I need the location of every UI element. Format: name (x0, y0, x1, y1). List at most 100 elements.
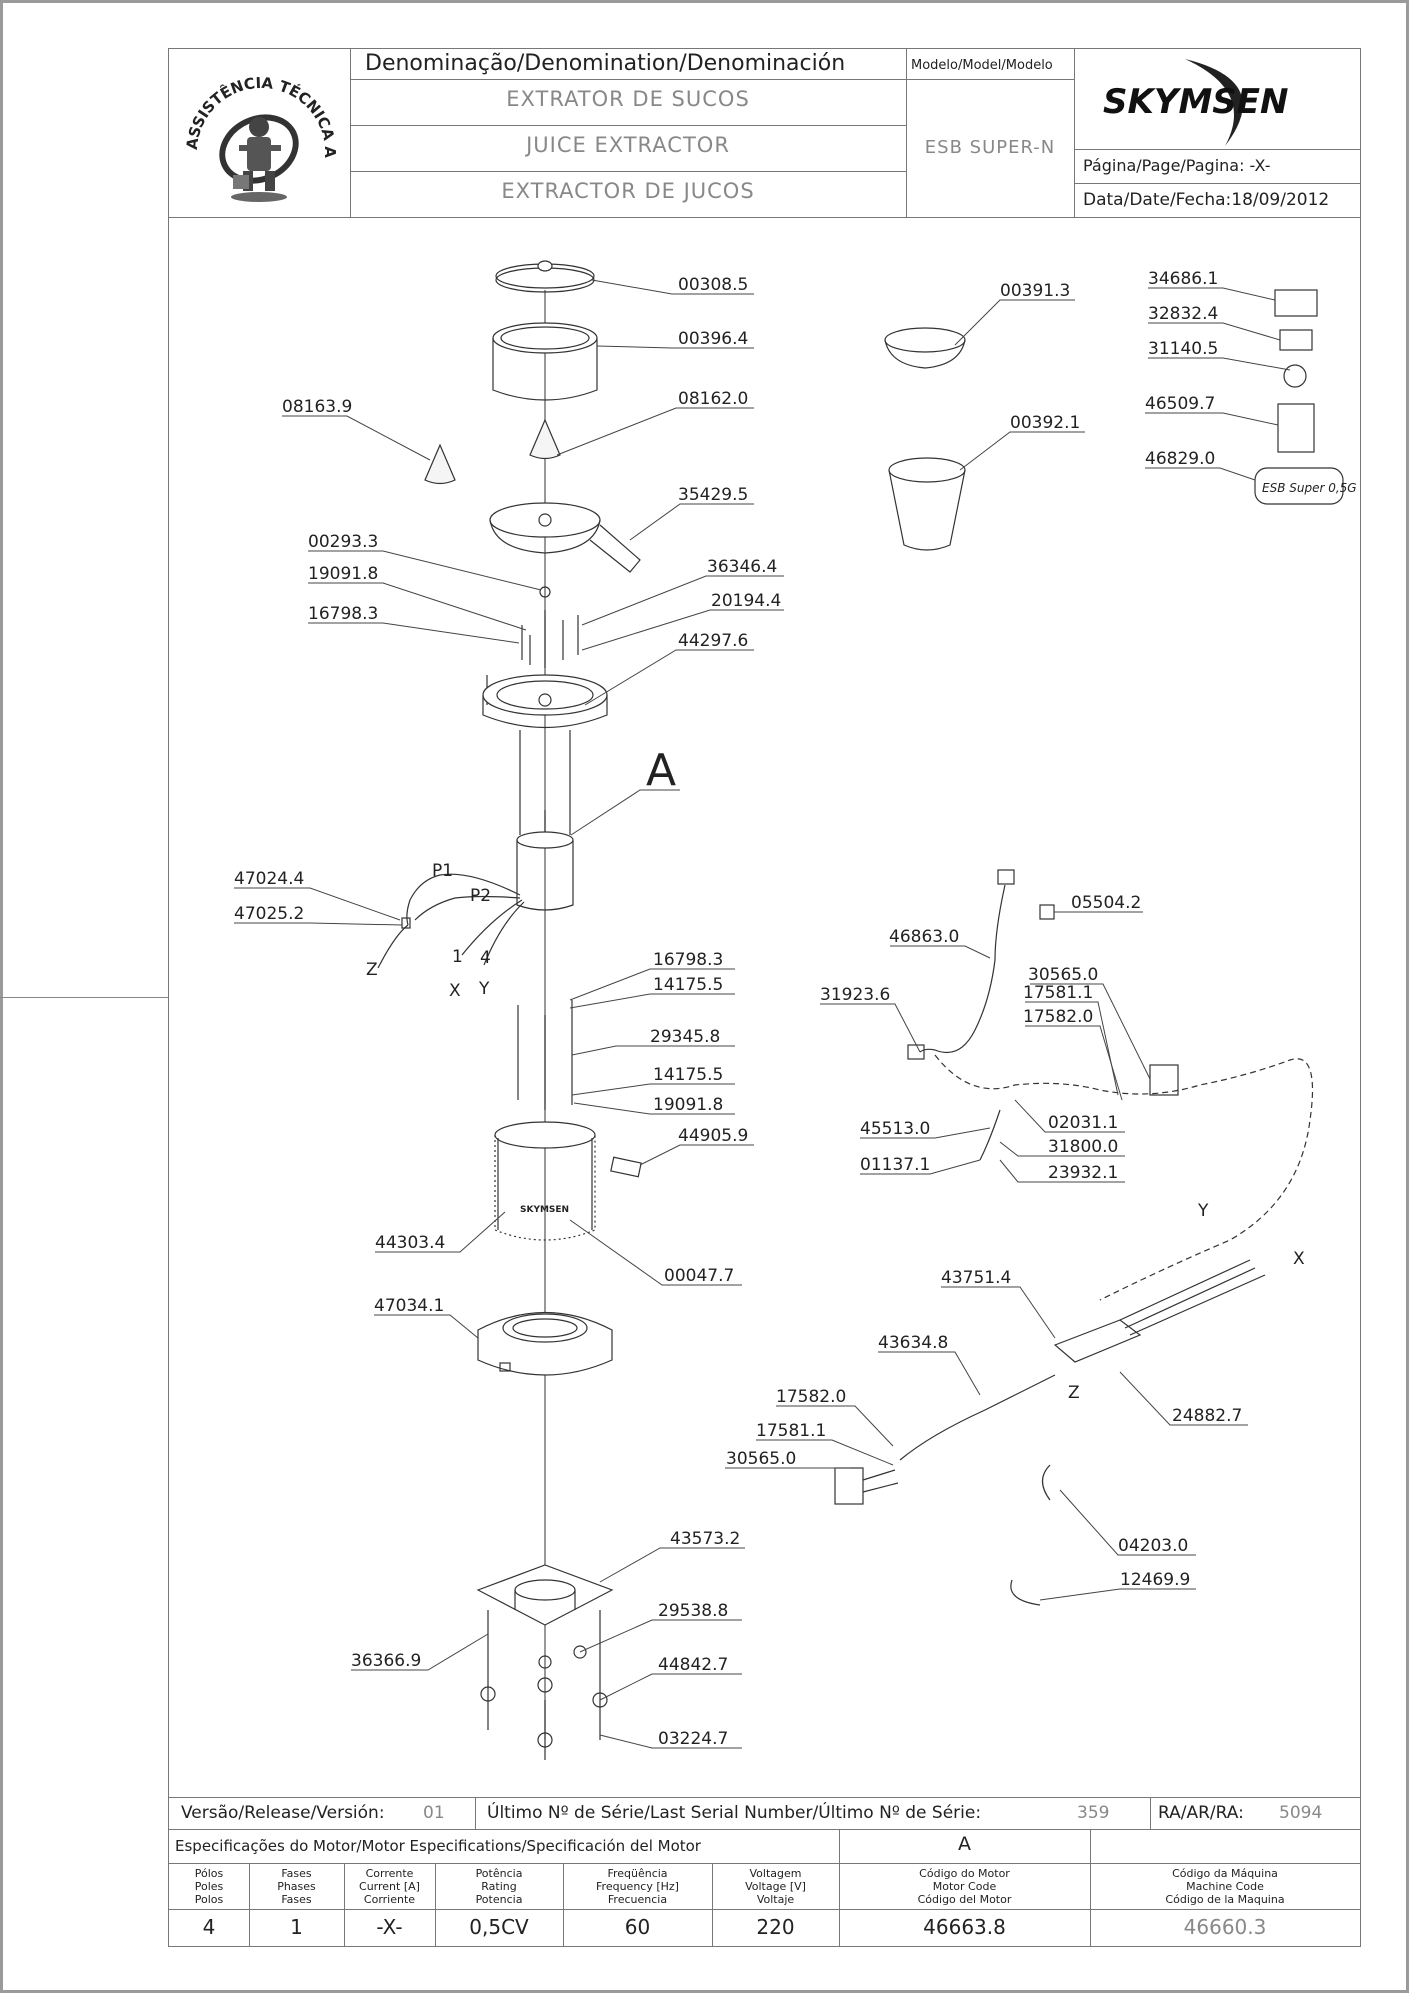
spec-value-motor-code: 46663.8 (923, 1915, 1006, 1939)
part-label-46509-7: 46509.7 (1145, 394, 1215, 414)
part-label-46829-0: 46829.0 (1145, 449, 1215, 469)
switch-part (1149, 1064, 1179, 1096)
wire-label-x: X (449, 981, 461, 1001)
bowl-base-part (482, 674, 608, 729)
part-label-00396-4: 00396.4 (678, 329, 748, 349)
motor-cable (899, 1374, 1056, 1461)
denomination-label: Denominação/Denomination/Denominación (365, 51, 846, 76)
part-label-02031-1: 02031.1 (1048, 1113, 1118, 1133)
wire-4 (483, 901, 525, 966)
wire-p2 (414, 895, 521, 921)
title-block-rule (350, 79, 1074, 80)
part-label-16798-3-upper: 16798.3 (308, 604, 378, 624)
spec-value-rating: 0,5CV (469, 1915, 529, 1939)
part-label-12469-9: 12469.9 (1120, 1570, 1190, 1590)
wire-label-p2: P2 (470, 886, 491, 906)
wire-z (377, 924, 409, 969)
part-label-30565-0-lower: 30565.0 (726, 1449, 796, 1469)
part-label-47034-1: 47034.1 (374, 1296, 444, 1316)
part-label-03224-7: 03224.7 (658, 1729, 728, 1749)
product-name-en: JUICE EXTRACTOR (526, 133, 730, 157)
title-block-divider (906, 49, 907, 217)
part-label-17581-1-lower: 17581.1 (756, 1421, 826, 1441)
part-label-47025-2: 47025.2 (234, 904, 304, 924)
harness-label-x: X (1293, 1249, 1305, 1269)
super-badge-part (1254, 467, 1344, 505)
release-value: 01 (423, 1803, 445, 1823)
spec-value-phases: 1 (290, 1915, 303, 1939)
part-label-36346-4: 36346.4 (707, 557, 777, 577)
part-label-29345-8: 29345.8 (650, 1027, 720, 1047)
feet-and-screws (480, 1610, 608, 1760)
title-block-bottom-rule (169, 217, 1360, 218)
wire-label-4: 4 (480, 948, 491, 968)
connector-part (401, 917, 411, 929)
bottom-plate-part (476, 1564, 614, 1626)
part-label-34686-1: 34686.1 (1148, 269, 1218, 289)
warning-label-part (1274, 289, 1318, 317)
part-label-19091-8-upper: 19091.8 (308, 564, 378, 584)
part-label-35429-5: 35429.5 (678, 485, 748, 505)
footer-rule (169, 1909, 1360, 1910)
spec-value-current: -X- (376, 1915, 403, 1939)
drawing-sheet: ASSISTÊNCIA TÉCNICA AUTORIZADA Denominaç… (168, 48, 1361, 1947)
harness-branch (979, 1109, 1001, 1161)
model-label: Modelo/Model/Modelo (911, 58, 1053, 73)
motor-part (516, 810, 574, 911)
title-block-divider (350, 49, 351, 217)
switch-lower-part (834, 1467, 899, 1505)
footer-divider (839, 1829, 840, 1946)
part-label-14175-5-upper: 14175.5 (653, 975, 723, 995)
footer-divider (712, 1863, 713, 1946)
part-label-00308-5: 00308.5 (678, 275, 748, 295)
motor-spec-label: Especificações do Motor/Motor Especifica… (175, 1837, 701, 1855)
title-block-rule (350, 125, 906, 126)
washer-part (539, 586, 551, 598)
title-block-rule (1074, 149, 1360, 150)
control-board-part (1053, 1259, 1266, 1363)
product-name-pt: EXTRATOR DE SUCOS (506, 87, 750, 111)
footer-divider (344, 1863, 345, 1946)
date-label: Data/Date/Fecha:18/09/2012 (1083, 190, 1330, 210)
callout-a: A (646, 745, 676, 796)
part-label-47024-4: 47024.4 (234, 869, 304, 889)
footer-divider (1150, 1797, 1151, 1829)
info-label-part (1279, 329, 1313, 351)
part-label-29538-8: 29538.8 (658, 1601, 728, 1621)
part-label-01137-1: 01137.1 (860, 1155, 930, 1175)
motor-letter: A (958, 1833, 971, 1855)
wire-p1 (406, 873, 521, 926)
binding-margin-mark (0, 997, 168, 998)
part-label-44303-4: 44303.4 (375, 1233, 445, 1253)
part-label-44905-9: 44905.9 (678, 1126, 748, 1146)
part-label-04203-0: 04203.0 (1118, 1536, 1188, 1556)
part-label-23932-1: 23932.1 (1048, 1163, 1118, 1183)
title-block-rule (1074, 183, 1360, 184)
ra-label: RA/AR/RA: (1158, 1803, 1244, 1823)
title-block-rule (350, 171, 906, 172)
ra-value: 5094 (1279, 1803, 1323, 1823)
footer-divider (249, 1863, 250, 1946)
release-label: Versão/Release/Versión: (181, 1803, 385, 1823)
part-label-43573-2: 43573.2 (670, 1529, 740, 1549)
part-label-17582-0-upper: 17582.0 (1023, 1007, 1093, 1027)
label-plate-part (610, 1156, 642, 1178)
product-name-es: EXTRACTOR DE JUCOS (501, 179, 755, 203)
housing-brand-mark: SKYMSEN (520, 1205, 569, 1215)
part-label-14175-5-lower: 14175.5 (653, 1065, 723, 1085)
clip-part-a (1041, 1464, 1051, 1501)
model-value: ESB SUPER-N (924, 137, 1056, 158)
harness-label-z: Z (1068, 1383, 1080, 1403)
serial-label: Último Nº de Série/Last Serial Number/Úl… (487, 1803, 982, 1823)
footer-divider (475, 1797, 476, 1829)
part-label-31800-0: 31800.0 (1048, 1137, 1118, 1157)
spec-value-voltage: 220 (756, 1915, 795, 1939)
part-label-45513-0: 45513.0 (860, 1119, 930, 1139)
part-label-46863-0: 46863.0 (889, 927, 959, 947)
